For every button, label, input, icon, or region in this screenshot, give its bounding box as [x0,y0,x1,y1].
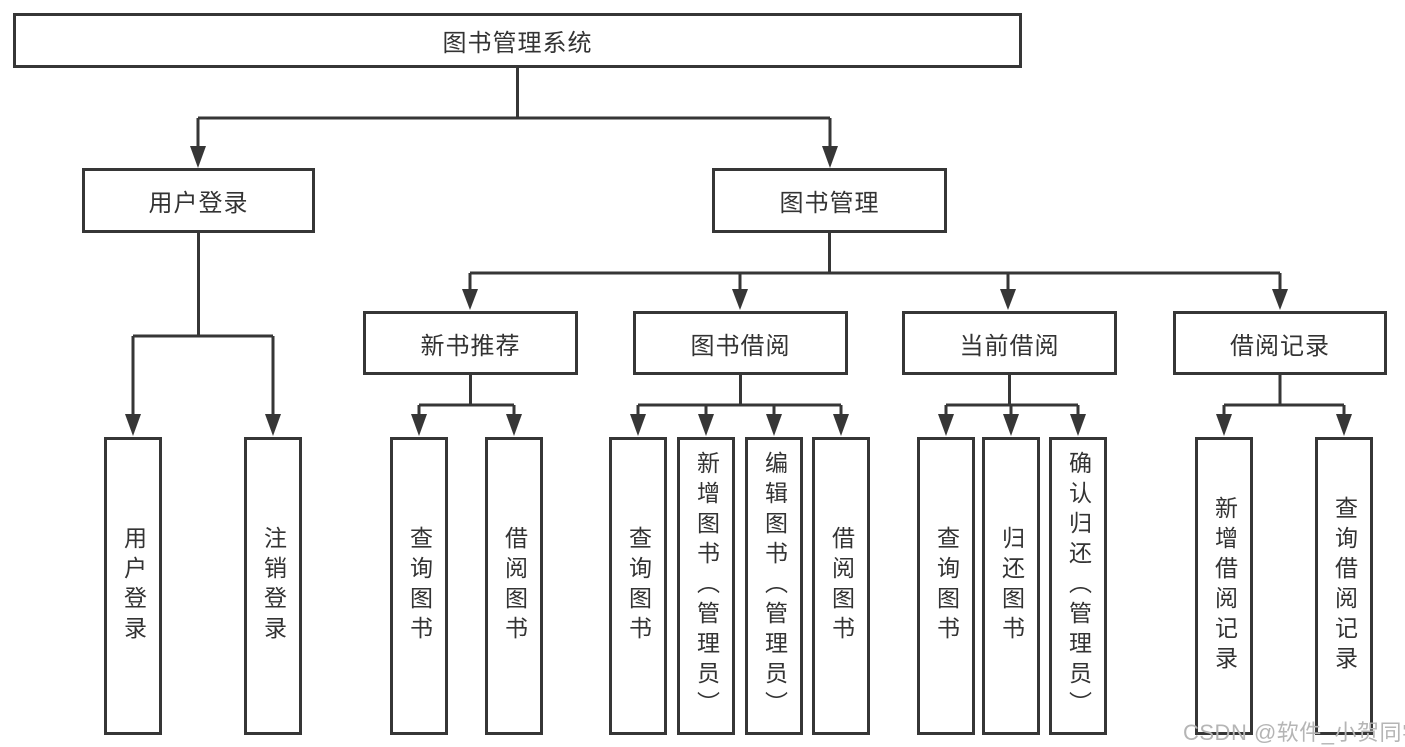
node-add-borrow-record: 新增借阅记录 [1195,437,1253,735]
node-login: 用户登录 [104,437,162,735]
arrowhead [766,414,782,436]
node-borrow-records: 借阅记录 [1173,311,1387,375]
node-query-borrow-record: 查询借阅记录 [1315,437,1373,735]
node-book-management: 图书管理 [712,168,947,233]
edge-book-borrow-children [630,375,849,436]
arrowhead [822,146,838,168]
node-return-book: 归还图书 [982,437,1040,735]
arrowhead [190,146,206,168]
arrowhead [411,414,427,436]
edge-root-to-level2 [190,68,838,168]
arrowhead [833,414,849,436]
node-query-books-current: 查询图书 [917,437,975,735]
node-borrow-books: 借阅图书 [812,437,870,735]
arrowhead [630,414,646,436]
arrowhead [938,414,954,436]
node-user-login: 用户登录 [82,168,315,233]
arrowhead [125,414,141,436]
node-current-borrow: 当前借阅 [902,311,1117,375]
arrowhead [462,289,478,310]
node-confirm-return-admin: 确认归还（管理员） [1049,437,1107,735]
edge-current-borrow-children [938,375,1086,436]
node-query-books-borrow: 查询图书 [609,437,667,735]
edge-user-login-children [125,233,281,436]
node-edit-book-admin: 编辑图书（管理员） [745,437,803,735]
arrowhead [506,414,522,436]
arrowhead [1003,414,1019,436]
arrowhead [265,414,281,436]
edge-borrow-records-children [1216,375,1352,436]
arrowhead [1000,289,1016,310]
arrowhead [1070,414,1086,436]
node-logout: 注销登录 [244,437,302,735]
arrowhead [1272,289,1288,310]
node-borrow-books-recommend: 借阅图书 [485,437,543,735]
edge-new-book-recommend-children [411,375,522,436]
edge-book-management-children [462,233,1288,310]
node-new-book-recommend: 新书推荐 [363,311,578,375]
csdn-watermark: CSDN @软件_小贺同学 [1183,720,1405,745]
node-book-borrow: 图书借阅 [633,311,848,375]
arrowhead [1216,414,1232,436]
arrowhead [732,289,748,310]
node-add-book-admin: 新增图书（管理员） [677,437,735,735]
node-root: 图书管理系统 [13,13,1022,68]
arrowhead [1336,414,1352,436]
node-query-books-recommend: 查询图书 [390,437,448,735]
arrowhead [698,414,714,436]
